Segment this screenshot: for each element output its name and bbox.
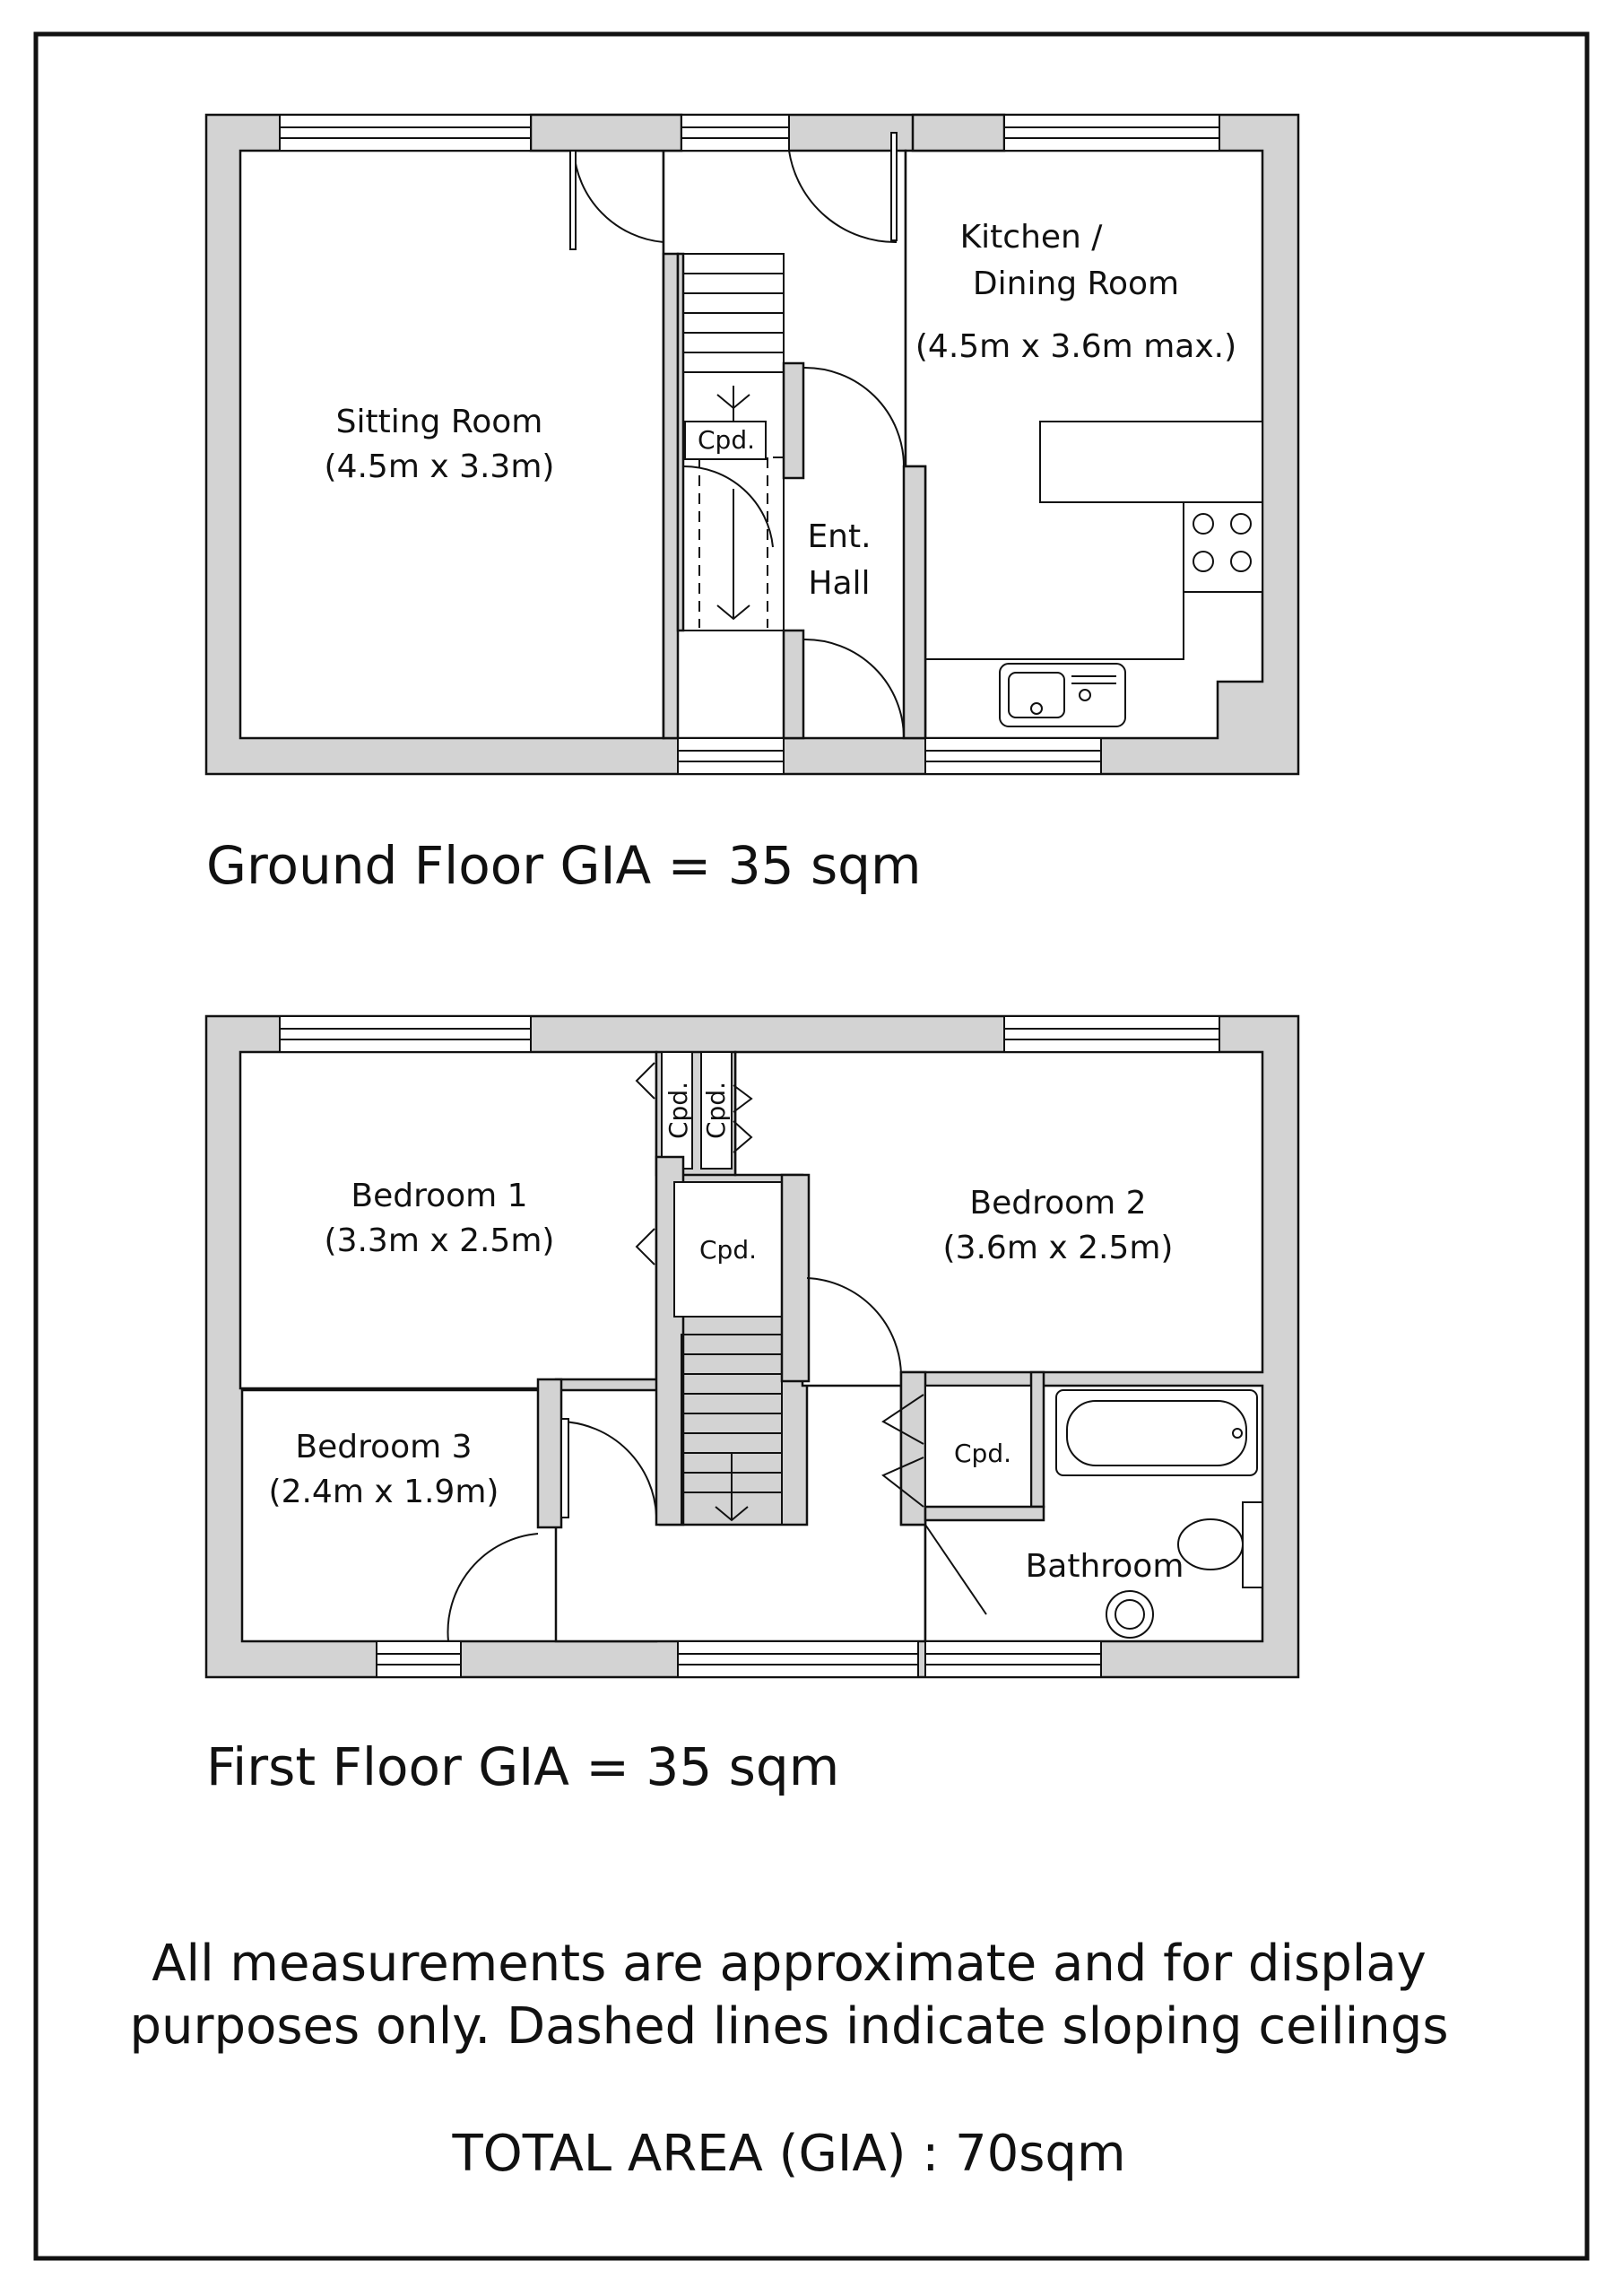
door-cupboard-d (881, 1394, 924, 1508)
window-bedroom1 (279, 1015, 532, 1053)
sitting-room-partition (662, 252, 680, 740)
window-bathroom (924, 1640, 1102, 1678)
door-bathroom (924, 1524, 987, 1615)
door-kitchen (802, 366, 905, 467)
toilet-cistern (1242, 1501, 1263, 1588)
front-wall-stub (529, 113, 683, 152)
cupboard-b (700, 1051, 733, 1170)
window-hall-top (681, 114, 790, 152)
cupboard-d-label: Cpd. (954, 1439, 1011, 1468)
window-hall-bottom (677, 737, 785, 775)
bedroom1-name: Bedroom 1 (351, 1178, 527, 1214)
hall-name-line2: Hall (808, 565, 870, 602)
bathroom-name: Bathroom (1026, 1548, 1184, 1585)
front-wall-stub-2 (911, 113, 1006, 152)
hall-name-line1: Ent. (807, 518, 871, 555)
ground-floor-plan: Cpd. Sitting Room (4.5m x 3.3m) Kitchen … (204, 113, 1300, 776)
kitchen-counter-peninsula (1039, 421, 1263, 503)
kitchen-partition (902, 465, 927, 740)
cupboard-a (661, 1051, 693, 1170)
sitting-room-size: (4.5m x 3.3m) (325, 448, 555, 485)
first-floor-plan: Bedroom 1 (3.3m x 2.5m) Bedroom 2 (3.6m … (204, 1014, 1300, 1679)
sitting-room-area (239, 149, 665, 740)
bedroom3-size: (2.4m x 1.9m) (269, 1474, 499, 1510)
door-cupboard-c (635, 1228, 655, 1265)
door-bedroom3-lower (447, 1533, 539, 1642)
cupboard-a-label: Cpd. (664, 1082, 693, 1139)
window-kitchen-top (1003, 114, 1220, 152)
disclaimer-line2: purposes only. Dashed lines indicate slo… (129, 1997, 1448, 2056)
basin (1106, 1590, 1154, 1639)
kitchen-name-line1: Kitchen / (960, 219, 1104, 256)
first-floor-staircase (681, 1334, 783, 1526)
door-sitting-room (573, 150, 664, 243)
bedroom1-area (239, 1050, 658, 1390)
window-kitchen-bottom (924, 737, 1102, 775)
cupboard-ground-label: Cpd. (698, 425, 755, 455)
hob (1183, 501, 1263, 593)
cupboard-b-label: Cpd. (701, 1082, 731, 1139)
window-landing (677, 1640, 919, 1678)
kitchen-size: (4.5m x 3.6m max.) (915, 328, 1236, 365)
bedroom1-size: (3.3m x 2.5m) (325, 1222, 555, 1259)
door-cupboard-ground (682, 465, 774, 548)
door-hall-lower (802, 638, 905, 739)
sitting-room-name: Sitting Room (336, 404, 543, 440)
hall-partition-upper (782, 361, 805, 480)
cupboard-d (924, 1385, 1032, 1508)
hall-partition-lower (782, 629, 805, 740)
total-area: TOTAL AREA (GIA) : 70sqm (451, 2125, 1125, 2183)
toilet-bowl (1177, 1518, 1244, 1570)
bedroom2-name: Bedroom 2 (969, 1185, 1146, 1222)
door-bedroom2 (806, 1277, 903, 1378)
door-bedroom3 (560, 1421, 657, 1517)
door-cupboard-b (733, 1084, 753, 1153)
bathtub (1055, 1389, 1258, 1476)
ground-floor-caption: Ground Floor GIA = 35 sqm (206, 835, 921, 896)
page-border (33, 31, 1590, 2261)
kitchen-name-line2: Dining Room (973, 265, 1179, 302)
window-bedroom3 (376, 1640, 462, 1678)
cupboard-c-label: Cpd. (699, 1235, 757, 1265)
window-sitting-room (279, 114, 532, 152)
cupboard-ground (684, 421, 767, 460)
bedroom3-name: Bedroom 3 (295, 1429, 472, 1465)
disclaimer-line1: All measurements are approximate and for… (152, 1935, 1427, 1993)
first-floor-caption: First Floor GIA = 35 sqm (206, 1736, 839, 1797)
window-bedroom2 (1003, 1015, 1220, 1053)
bedroom2-size: (3.6m x 2.5m) (943, 1230, 1174, 1266)
ground-staircase (682, 253, 785, 631)
door-front (788, 150, 898, 244)
door-cupboard-a (635, 1062, 655, 1100)
